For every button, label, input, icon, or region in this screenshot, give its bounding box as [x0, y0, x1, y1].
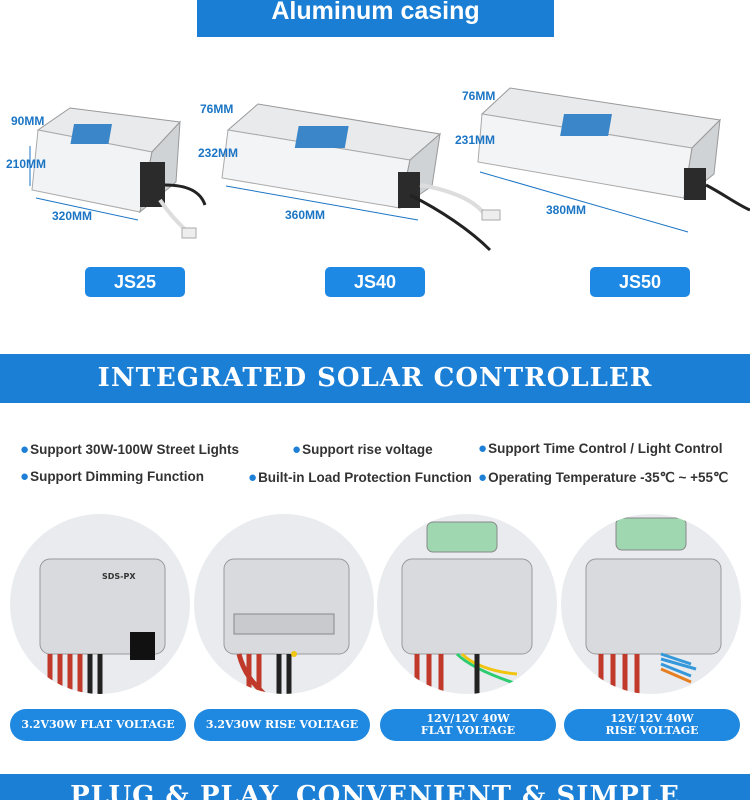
js50-width-label: 231MM [455, 133, 496, 147]
js25-model-label: JS25 [113, 272, 157, 292]
js25-width-label: 210MM [6, 157, 47, 171]
feature-text: Support Time Control / Light Control [488, 441, 723, 456]
controller-photo-2 [194, 514, 374, 694]
bullet-icon: ● [292, 441, 302, 458]
pill-line2: RISE VOLTAGE [605, 724, 699, 737]
pill-line1: 12V/12V 40W [426, 712, 510, 725]
js40-model-button[interactable]: JS40 [325, 267, 425, 297]
feature-text: Built-in Load Protection Function [258, 470, 472, 485]
js50-height-label: 76MM [462, 89, 496, 103]
aluminum-casing-banner: Aluminum casing [197, 0, 554, 37]
banner-title: Aluminum casing [271, 0, 480, 25]
section-title: INTEGRATED SOLAR CONTROLLER [97, 363, 653, 393]
pill-line1: 12V/12V 40W [610, 712, 694, 725]
feature-text: Support Dimming Function [30, 469, 205, 484]
feature-item: ●Operating Temperature -35℃ ~ +55℃ [478, 469, 728, 486]
js40-casing-image [221, 103, 501, 252]
js40-model-label: JS40 [353, 272, 397, 292]
pill-line1: 3.2V30W RISE VOLTAGE [205, 718, 359, 731]
pill-line2: FLAT VOLTAGE [420, 724, 516, 737]
section-header-plug-play: PLUG & PLAY, CONVENIENT & SIMPLE [0, 774, 750, 800]
feature-item: ●Support Time Control / Light Control [478, 440, 723, 457]
controller-photo-1: SDS-PX [10, 514, 190, 694]
bullet-icon: ● [478, 440, 488, 457]
feature-item: ●Support 30W-100W Street Lights [20, 441, 239, 458]
js40-height-label: 76MM [200, 102, 234, 116]
feature-item: ●Support Dimming Function [20, 468, 204, 485]
feature-text: Operating Temperature -35℃ ~ +55℃ [488, 470, 729, 485]
js50-model-label: JS50 [618, 272, 662, 292]
bullet-icon: ● [478, 469, 488, 486]
js25-length-label: 320MM [52, 209, 93, 223]
controller-label-2[interactable]: 3.2V30W RISE VOLTAGE [194, 709, 370, 741]
feature-item: ●Support rise voltage [292, 441, 433, 458]
js50-length-label: 380MM [546, 203, 587, 217]
controller-photo-4 [561, 514, 741, 694]
controller-label-1[interactable]: 3.2V30W FLAT VOLTAGE [10, 709, 186, 741]
controller-label-3[interactable]: 12V/12V 40W FLAT VOLTAGE [380, 709, 556, 741]
section-header-controller: INTEGRATED SOLAR CONTROLLER [0, 354, 750, 403]
bullet-icon: ● [248, 469, 258, 486]
pill-line1: 3.2V30W FLAT VOLTAGE [21, 718, 175, 731]
js25-model-button[interactable]: JS25 [85, 267, 185, 297]
bullet-icon: ● [20, 468, 30, 485]
js40-width-label: 232MM [198, 146, 239, 160]
controller-photo-3 [377, 514, 557, 694]
js25-height-label: 90MM [11, 114, 45, 128]
js50-casing-image [477, 87, 750, 233]
controller-label-4[interactable]: 12V/12V 40W RISE VOLTAGE [564, 709, 740, 741]
device-model-text: SDS-PX [102, 572, 136, 581]
feature-text: Support 30W-100W Street Lights [30, 442, 240, 457]
section-title: PLUG & PLAY, CONVENIENT & SIMPLE [70, 781, 680, 800]
js50-model-button[interactable]: JS50 [590, 267, 690, 297]
feature-text: Support rise voltage [302, 442, 433, 457]
bullet-icon: ● [20, 441, 30, 458]
feature-item: ●Built-in Load Protection Function [248, 469, 472, 486]
js40-length-label: 360MM [285, 208, 326, 222]
js25-casing-image [29, 107, 207, 239]
